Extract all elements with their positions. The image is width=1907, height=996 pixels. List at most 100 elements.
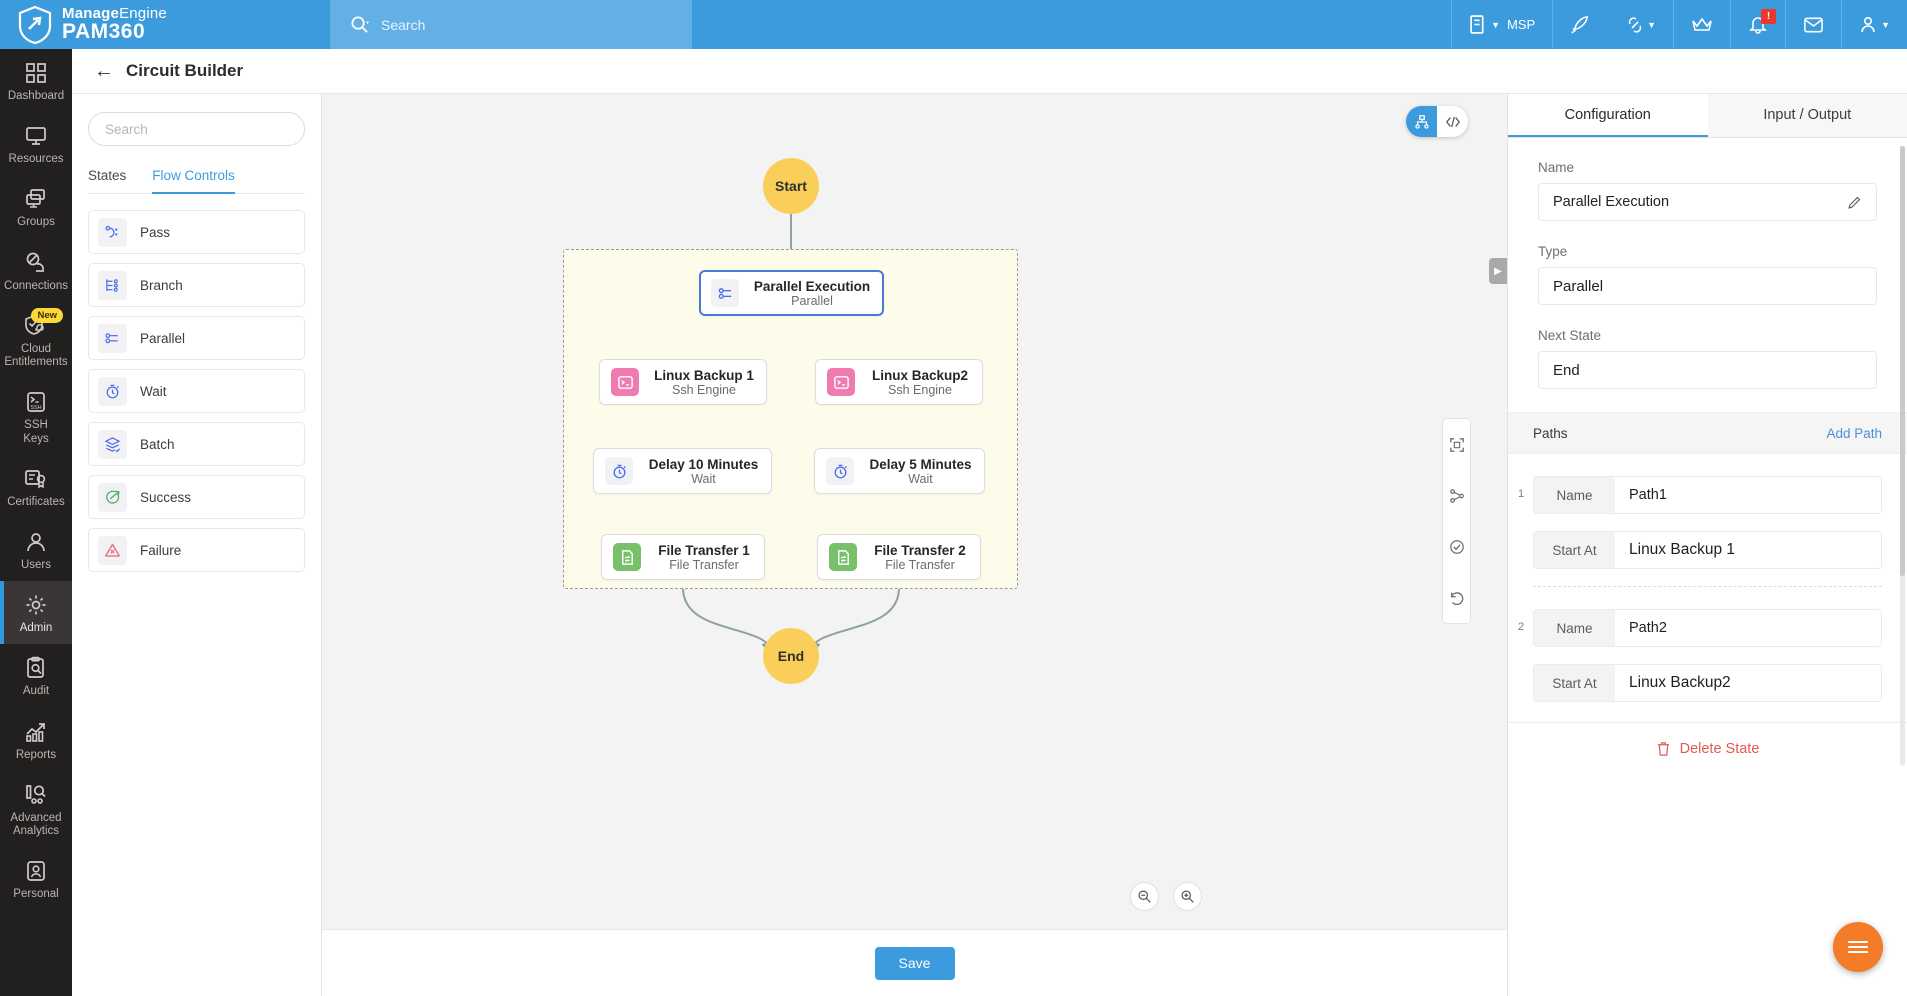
sidebar-item-audit[interactable]: Audit [0, 644, 72, 707]
undo-button[interactable] [1443, 572, 1470, 623]
add-path-button[interactable]: Add Path [1826, 425, 1882, 441]
tab-configuration[interactable]: Configuration [1508, 94, 1708, 137]
mail-button[interactable] [1785, 0, 1841, 49]
path-index: 2 [1518, 621, 1525, 633]
validate-button[interactable] [1443, 521, 1470, 572]
link-button[interactable]: ▼ [1608, 0, 1673, 49]
name-field[interactable]: Parallel Execution [1538, 183, 1877, 221]
path-start-field[interactable]: Start At Linux Backup2 [1533, 664, 1882, 702]
node-linux-backup-2[interactable]: Linux Backup2 Ssh Engine [815, 359, 983, 405]
sidebar-item-label: Certificates [7, 495, 65, 508]
path-start-field[interactable]: Start At Linux Backup 1 [1533, 531, 1882, 569]
end-node[interactable]: End [763, 628, 819, 684]
node-linux-backup-1[interactable]: Linux Backup 1 Ssh Engine [599, 359, 767, 405]
header-actions: ▼ MSP ▼ ! [1451, 0, 1907, 49]
brand-engine: Engine [119, 4, 167, 22]
palette-item-branch[interactable]: Branch [88, 263, 305, 307]
sidebar-item-groups[interactable]: Groups [0, 175, 72, 238]
sidebar-item-label: Users [20, 558, 52, 571]
graph-view-button[interactable] [1406, 106, 1437, 137]
sidebar-item-reports[interactable]: Reports [0, 708, 72, 771]
pencil-icon[interactable] [1847, 195, 1862, 210]
validate-icon [1449, 539, 1464, 554]
msp-label: MSP [1506, 17, 1536, 32]
stopwatch-icon [826, 457, 854, 485]
tab-input-output[interactable]: Input / Output [1707, 94, 1907, 137]
search-input[interactable] [381, 16, 621, 33]
delete-state-button[interactable]: Delete State [1508, 722, 1907, 757]
flow-graph: Start End Parallel Execution Parallel Li… [322, 94, 1507, 929]
sidebar-item-certificates[interactable]: Certificates [0, 455, 72, 518]
header-spacer [692, 0, 1452, 49]
tab-flow-controls[interactable]: Flow Controls [152, 168, 235, 194]
code-view-button[interactable] [1437, 106, 1468, 137]
sidebar-item-dashboard[interactable]: Dashboard [0, 49, 72, 112]
tab-states[interactable]: States [88, 168, 127, 183]
pam360-shield-icon [18, 5, 52, 44]
back-arrow-icon[interactable]: ← [94, 60, 114, 82]
sidebar-item-label: Connections [4, 279, 68, 292]
node-delay-10-minutes[interactable]: Delay 10 Minutes Wait [593, 448, 772, 494]
rocket-button[interactable] [1552, 0, 1608, 49]
palette-item-batch[interactable]: Batch [88, 422, 305, 466]
path-row: 1 Name Path1 Start At Linux Backup 1 [1508, 454, 1907, 569]
user-icon [1861, 16, 1875, 32]
palette-item-pass[interactable]: Pass [88, 210, 305, 254]
monitor-icon [26, 127, 46, 146]
undo-icon [1450, 591, 1463, 605]
next-state-field[interactable]: End [1538, 351, 1877, 389]
palette-item-label: Wait [140, 383, 167, 399]
collapse-panel-button[interactable]: ▶ [1489, 258, 1507, 284]
canvas-tool-strip [1442, 418, 1471, 624]
app-header: ManageEngine PAM360 ▼ MSP [0, 0, 1907, 49]
help-fab-button[interactable] [1833, 922, 1883, 972]
node-file-transfer-2[interactable]: File Transfer 2 File Transfer [817, 534, 981, 580]
save-button[interactable]: Save [874, 946, 955, 980]
sidebar-item-connections[interactable]: Connections [0, 239, 72, 302]
sidebar-item-admin[interactable]: Admin [0, 581, 72, 645]
sidebar-item-resources[interactable]: Resources [0, 112, 72, 175]
sidebar-item-users[interactable]: Users [0, 518, 72, 581]
flow-canvas[interactable]: Start End Parallel Execution Parallel Li… [322, 94, 1507, 929]
account-button[interactable]: ▼ [1841, 0, 1907, 49]
sidebar-item-personal[interactable]: Personal [0, 847, 72, 910]
zoom-out-button[interactable] [1130, 882, 1159, 911]
auto-layout-button[interactable] [1443, 470, 1470, 521]
palette-item-parallel[interactable]: Parallel [88, 316, 305, 360]
palette-item-label: Batch [140, 436, 175, 452]
notifications-button[interactable]: ! [1730, 0, 1785, 49]
palette-item-wait[interactable]: Wait [88, 369, 305, 413]
type-label: Type [1538, 244, 1568, 259]
view-mode-toggle[interactable] [1406, 106, 1468, 137]
palette-search-input[interactable] [105, 121, 288, 137]
next-state-value: End [1553, 361, 1580, 379]
crown-button[interactable] [1673, 0, 1730, 49]
path-name-field[interactable]: Name Path2 [1533, 609, 1882, 647]
node-delay-5-minutes[interactable]: Delay 5 Minutes Wait [814, 448, 985, 494]
fit-screen-button[interactable] [1443, 419, 1470, 470]
audit-icon [27, 657, 44, 679]
node-file-transfer-1[interactable]: File Transfer 1 File Transfer [601, 534, 765, 580]
msp-switcher[interactable]: ▼ MSP [1451, 0, 1552, 49]
parallel-icon [711, 279, 739, 307]
notification-badge: ! [1761, 9, 1777, 24]
node-title: Linux Backup2 [871, 367, 969, 383]
config-scrollbar[interactable] [1900, 146, 1905, 766]
start-node[interactable]: Start [763, 158, 819, 214]
palette-item-success[interactable]: Success [88, 475, 305, 519]
palette-search[interactable] [88, 112, 305, 146]
path-start-value: Linux Backup 1 [1615, 532, 1881, 568]
palette-item-failure[interactable]: Failure [88, 528, 305, 572]
path-name-field[interactable]: Name Path1 [1533, 476, 1882, 514]
zoom-in-button[interactable] [1173, 882, 1202, 911]
global-search[interactable] [330, 0, 692, 49]
gear-icon [26, 595, 46, 615]
brand-logo-area[interactable]: ManageEngine PAM360 [0, 4, 330, 44]
node-parallel-execution[interactable]: Parallel Execution Parallel [699, 270, 884, 316]
